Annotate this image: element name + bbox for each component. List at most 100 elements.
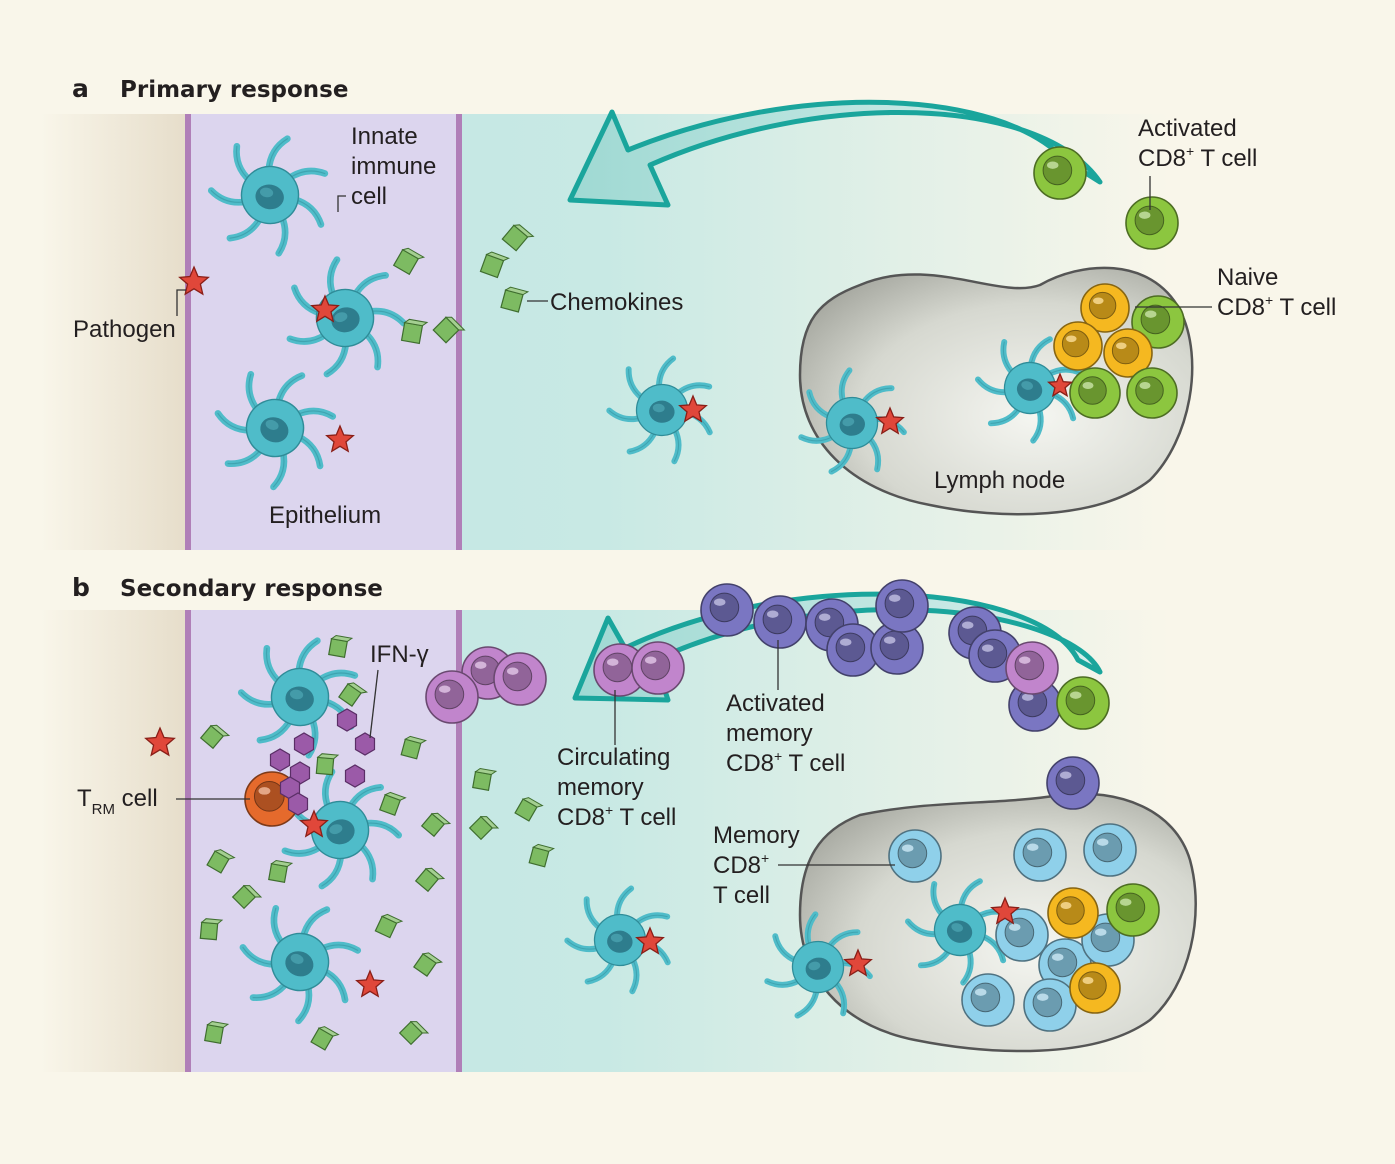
naive-t-cell-icon xyxy=(1069,367,1121,419)
chemokine-icon xyxy=(310,1026,340,1051)
naive-t-cell-icon xyxy=(1126,367,1178,419)
chemokine-icon xyxy=(199,724,231,750)
naive-t-cell-label-line1: Naive xyxy=(1217,264,1278,291)
pathogen-icon xyxy=(875,406,905,435)
chemokine-icon xyxy=(501,224,535,252)
circulating-memory-label-line1: Circulating xyxy=(557,744,670,771)
naive-t-cell-icon xyxy=(1069,962,1121,1014)
migration-arrow-a xyxy=(567,99,1103,208)
innate-immune-cell-icon xyxy=(798,367,907,475)
pathogen-icon xyxy=(299,809,329,838)
chemokine-icon xyxy=(268,859,294,883)
innate-immune-cell-icon xyxy=(239,904,362,1025)
chemokine-icon xyxy=(204,1020,230,1044)
chemokine-icon xyxy=(468,815,500,841)
pathogen-icon xyxy=(355,969,385,998)
innate-immune-cell-icon xyxy=(237,637,359,759)
chemokine-icon xyxy=(328,634,354,658)
chemokine-icon xyxy=(315,753,340,776)
ifn-gamma-icon xyxy=(293,732,315,756)
chemokine-icon xyxy=(472,767,498,791)
activated-memory-t-cell-icon xyxy=(1046,756,1100,810)
pathogen-icon xyxy=(1046,372,1074,398)
chemokine-icon xyxy=(374,913,404,939)
activated-memory-t-cell-icon xyxy=(753,595,807,649)
ifn-gamma-icon xyxy=(269,748,291,772)
pathogen-leader xyxy=(176,289,186,316)
pathogen-icon xyxy=(310,294,340,323)
pathogen-icon xyxy=(178,265,210,296)
epithelium-border-left xyxy=(185,610,191,1072)
panel-b-letter: b xyxy=(72,573,90,602)
memory-t-cell-label-line1: Memory xyxy=(713,822,800,849)
epithelium-border-right xyxy=(456,610,462,1072)
chemokine-icon xyxy=(199,918,224,941)
activated-t-cell-label-line2: CD8+ T cell xyxy=(1138,143,1257,172)
innate-cell-label-line1: Innate xyxy=(351,123,418,150)
innate-cell-leader xyxy=(337,195,346,212)
ifn-gamma-icon xyxy=(336,708,358,732)
naive-t-cell-icon xyxy=(1053,321,1103,371)
panel-a-title: Primary response xyxy=(120,77,348,103)
innate-immune-cell-icon xyxy=(214,370,337,491)
innate-immune-cell-icon xyxy=(286,256,407,378)
ifn-gamma-leader xyxy=(369,669,379,739)
innate-immune-cell-icon xyxy=(564,885,671,995)
ifn-gamma-label: IFN-γ xyxy=(370,641,429,668)
circulating-memory-label-line2: memory xyxy=(557,774,644,801)
ifn-gamma-icon xyxy=(344,764,366,788)
memory-t-cell-icon xyxy=(1013,828,1067,882)
pathogen-icon xyxy=(325,424,355,453)
memory-t-cell-label-line2: CD8+ xyxy=(713,850,769,879)
trm-cell-label: TRM cell xyxy=(77,785,158,818)
ifn-gamma-icon xyxy=(354,732,376,756)
chemokine-icon xyxy=(400,735,427,760)
circulating-memory-t-cell-icon xyxy=(631,641,685,695)
chemokine-icon xyxy=(378,791,407,817)
pathogen-label: Pathogen xyxy=(73,316,176,343)
pathogen-icon xyxy=(635,926,665,955)
activated-memory-label-line1: Activated xyxy=(726,690,825,717)
circulating-memory-t-cell-icon xyxy=(1005,641,1059,695)
chemokine-icon xyxy=(413,952,443,977)
pathogen-icon xyxy=(843,948,873,977)
memory-t-cell-icon xyxy=(995,908,1049,962)
chemokine-icon xyxy=(479,251,510,279)
chemokine-icon xyxy=(432,316,466,344)
activated-memory-t-cell-icon xyxy=(875,579,929,633)
epithelium-border-right xyxy=(456,114,462,550)
activated-memory-t-cell-icon xyxy=(870,621,924,675)
innate-cell-label-line2: immune xyxy=(351,153,436,180)
skin-surface xyxy=(40,610,188,1072)
activated-t-cell-icon xyxy=(1125,196,1179,250)
chemokine-icon xyxy=(400,318,429,345)
naive-t-cell-icon xyxy=(1047,887,1099,939)
pathogen-icon xyxy=(990,896,1020,925)
circulating-memory-t-cell-icon xyxy=(493,652,547,706)
circulating-memory-label-line3: CD8+ T cell xyxy=(557,802,676,831)
panel-a-letter: a xyxy=(72,74,89,103)
pathogen-icon xyxy=(144,726,176,757)
memory-t-cell-icon xyxy=(1023,978,1077,1032)
chemokines-label: Chemokines xyxy=(550,289,683,316)
memory-t-cell-icon xyxy=(961,973,1015,1027)
activated-t-cell-label-line1: Activated xyxy=(1138,115,1237,142)
activated-t-cell-icon xyxy=(1056,676,1110,730)
lymph-node-label: Lymph node xyxy=(934,467,1065,494)
skin-surface xyxy=(40,114,188,550)
naive-t-cell-icon xyxy=(1103,328,1153,378)
activated-t-cell-icon xyxy=(1106,883,1160,937)
activated-memory-t-cell-icon xyxy=(826,623,880,677)
chemokine-icon xyxy=(398,1020,430,1046)
pathogen-icon xyxy=(678,394,708,423)
innate-immune-cell-icon xyxy=(905,878,1014,986)
memory-t-cell-icon xyxy=(888,829,942,883)
chemokine-icon xyxy=(500,286,530,313)
epithelium-label: Epithelium xyxy=(269,502,381,529)
naive-t-cell-label-line2: CD8+ T cell xyxy=(1217,292,1336,321)
chemokine-icon xyxy=(528,843,555,868)
innate-immune-cell-icon xyxy=(764,911,873,1019)
chemokine-icon xyxy=(231,884,263,910)
